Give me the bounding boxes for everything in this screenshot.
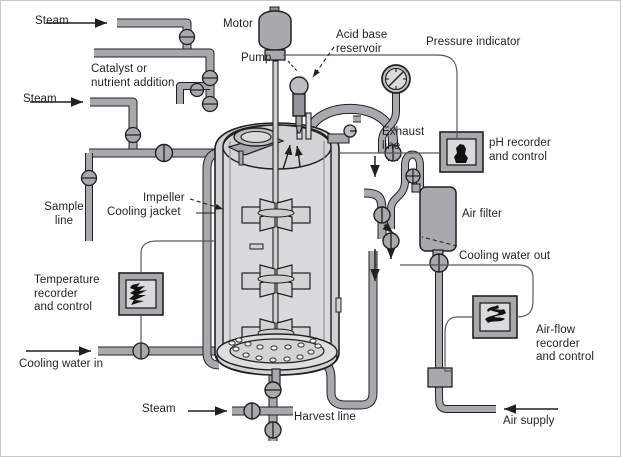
valve — [264, 421, 282, 439]
label-air-supply: Air supply — [503, 415, 555, 427]
leader-lines — [189, 46, 458, 247]
leader-acid-base — [312, 46, 335, 78]
air-filter-unit — [411, 183, 457, 259]
airflow-recorder-box[interactable] — [472, 295, 518, 339]
valve — [264, 381, 282, 399]
pipe-filter-downcomer — [387, 180, 409, 229]
valve — [429, 253, 449, 273]
valve — [201, 95, 219, 113]
valve — [189, 82, 205, 98]
valve — [80, 169, 98, 187]
pipe-steam-left — [90, 97, 138, 151]
temperature-recorder-box[interactable] — [118, 272, 164, 316]
leader-cooling-water-out — [421, 236, 458, 247]
pipe-harvest-line — [232, 371, 293, 441]
vessel-internal-tab — [249, 243, 264, 250]
leader-pump — [287, 60, 298, 72]
valve — [243, 402, 261, 420]
label-cooling-water-out: Cooling water out — [459, 250, 551, 262]
label-steam-top: Steam — [35, 15, 69, 27]
label-steam-bottom: Steam — [142, 403, 176, 415]
label-pressure-indicator: Pressure indicator — [426, 36, 521, 48]
valve — [154, 143, 174, 163]
valve — [382, 232, 400, 250]
pipe-filter-inlet — [401, 150, 424, 187]
label-acid-base-reservoir: Acid base reservoir — [336, 29, 388, 55]
vessel-internal-tab — [335, 297, 342, 313]
pipe-harvest-sweep — [316, 251, 378, 410]
pipe-jacket-left — [202, 148, 220, 370]
label-cooling-water-in: Cooling water in — [19, 358, 104, 370]
pipe-gauge-stub — [378, 91, 400, 153]
label-motor: Motor — [223, 18, 253, 30]
pressure-indicator-gauge — [381, 64, 411, 94]
ph-recorder-box[interactable] — [439, 131, 484, 173]
label-air-filter: Air filter — [462, 208, 502, 220]
label-airflow-recorder-and-control: Air-flow recorder and control — [536, 324, 594, 363]
bioreactor-vessel — [214, 60, 357, 388]
pipe-exhaust-arch — [303, 104, 398, 161]
valve — [373, 206, 391, 224]
label-pump: Pump — [241, 52, 272, 64]
label-impeller: Impeller — [143, 192, 185, 204]
label-exhaust-line: Exhaust line — [382, 126, 425, 152]
label-sample-line: Sample line — [44, 201, 84, 227]
label-ph-recorder-and-control: pH recorder and control — [489, 137, 551, 163]
label-harvest-line: Harvest line — [294, 411, 356, 423]
label-cooling-jacket: Cooling jacket — [107, 206, 181, 218]
arrow-cooling-out — [382, 222, 394, 234]
vessel-side-nozzle — [327, 124, 357, 144]
valve — [124, 126, 142, 144]
valve — [405, 168, 421, 184]
pipe-air-supply — [435, 263, 496, 413]
label-temperature-recorder-and-control: Temperature recorder and control — [34, 274, 100, 313]
leader-impeller — [189, 198, 224, 210]
airflow-element — [427, 367, 453, 388]
valve — [178, 28, 196, 46]
flow-arrows — [26, 18, 558, 416]
vessel-swirl-marks — [282, 144, 303, 170]
label-steam-left: Steam — [23, 93, 57, 105]
valve — [201, 69, 219, 87]
valve — [132, 342, 150, 360]
label-catalyst-or-nutrient-addition: Catalyst or nutrient addition — [91, 63, 175, 89]
pump-unit[interactable] — [289, 76, 309, 134]
valves[interactable] — [80, 28, 449, 439]
signal-lines — [140, 54, 534, 372]
